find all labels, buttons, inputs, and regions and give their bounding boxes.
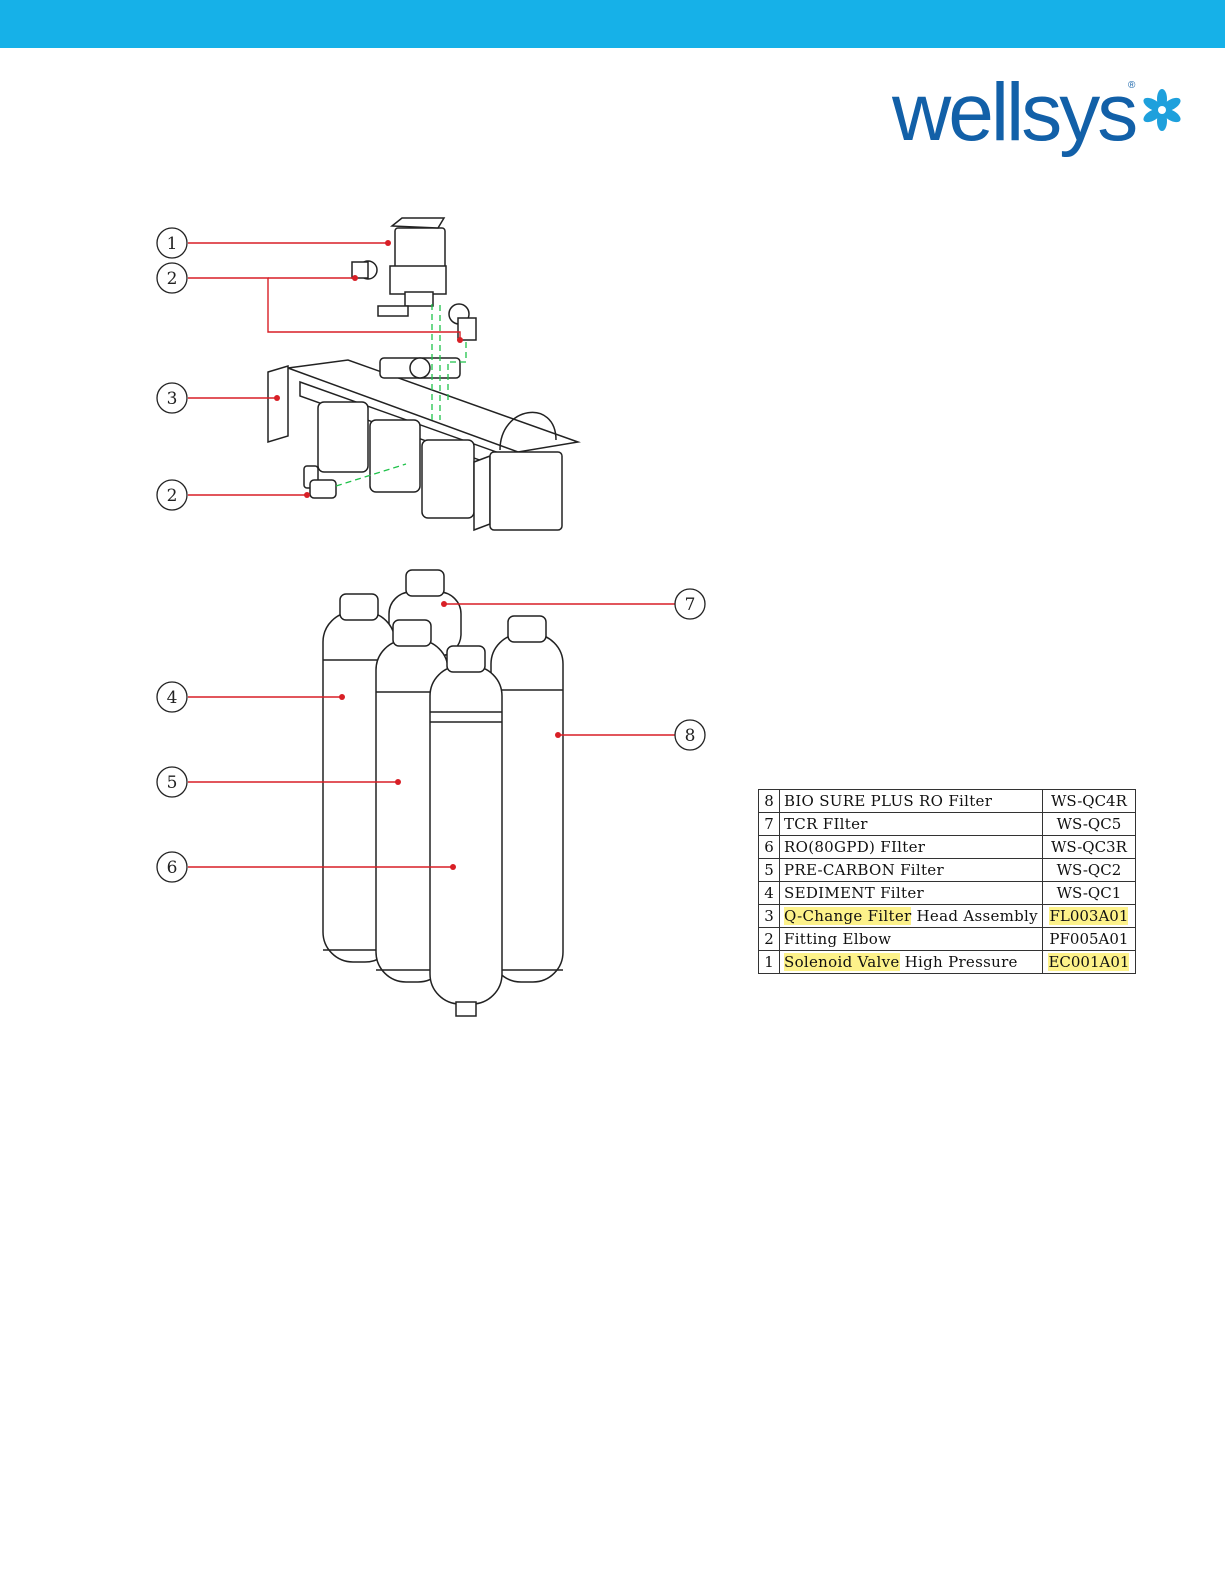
description-text: Fitting Elbow — [784, 930, 891, 948]
callout-label: 4 — [167, 688, 178, 708]
part-number: 2 — [759, 928, 780, 951]
part-code: FL003A01 — [1042, 905, 1135, 928]
part-code-text: FL003A01 — [1049, 907, 1128, 925]
part-code-text: WS-QC4R — [1051, 792, 1127, 810]
part-code-text: WS-QC1 — [1057, 884, 1122, 902]
part-description: Solenoid Valve High Pressure — [780, 951, 1043, 974]
description-text: PRE-CARBON Filter — [784, 861, 944, 879]
part-number: 4 — [759, 882, 780, 905]
part-number: 6 — [759, 836, 780, 859]
part-description: Fitting Elbow — [780, 928, 1043, 951]
part-description: TCR FIlter — [780, 813, 1043, 836]
part-number: 7 — [759, 813, 780, 836]
part-number: 1 — [759, 951, 780, 974]
part-code-text: WS-QC5 — [1057, 815, 1122, 833]
part-code-text: WS-QC2 — [1057, 861, 1122, 879]
callout-label: 7 — [685, 595, 696, 615]
part-code: EC001A01 — [1042, 951, 1135, 974]
part-description: PRE-CARBON Filter — [780, 859, 1043, 882]
part-number: 3 — [759, 905, 780, 928]
solenoid-valve-drawing — [352, 218, 476, 340]
part-number: 8 — [759, 790, 780, 813]
head-assembly-drawing — [268, 358, 578, 530]
filter-cartridges — [323, 570, 563, 1016]
description-text: BIO SURE PLUS RO Filter — [784, 792, 992, 810]
part-description: BIO SURE PLUS RO Filter — [780, 790, 1043, 813]
part-code: WS-QC4R — [1042, 790, 1135, 813]
description-text: Head Assembly — [911, 907, 1037, 925]
callout-label: 2 — [167, 269, 178, 289]
part-code-text: WS-QC3R — [1051, 838, 1127, 856]
part-number: 5 — [759, 859, 780, 882]
callout-label: 6 — [167, 858, 178, 878]
part-code: WS-QC5 — [1042, 813, 1135, 836]
description-text: SEDIMENT Filter — [784, 884, 924, 902]
description-text: RO(80GPD) FIlter — [784, 838, 925, 856]
part-description: RO(80GPD) FIlter — [780, 836, 1043, 859]
part-code: WS-QC2 — [1042, 859, 1135, 882]
callout-label: 2 — [167, 486, 178, 506]
description-highlight: Q-Change Filter — [784, 907, 911, 925]
description-text: High Pressure — [900, 953, 1018, 971]
description-text: TCR FIlter — [784, 815, 868, 833]
part-code: PF005A01 — [1042, 928, 1135, 951]
callout-label: 1 — [167, 234, 178, 254]
part-code: WS-QC3R — [1042, 836, 1135, 859]
part-description: Q-Change Filter Head Assembly — [780, 905, 1043, 928]
part-description: SEDIMENT Filter — [780, 882, 1043, 905]
description-highlight: Solenoid Valve — [784, 953, 900, 971]
part-code-text: PF005A01 — [1049, 930, 1128, 948]
part-code-text: EC001A01 — [1048, 953, 1129, 971]
callout-label: 8 — [685, 726, 696, 746]
part-code: WS-QC1 — [1042, 882, 1135, 905]
callout-label: 3 — [167, 389, 178, 409]
callout-label: 5 — [167, 773, 178, 793]
